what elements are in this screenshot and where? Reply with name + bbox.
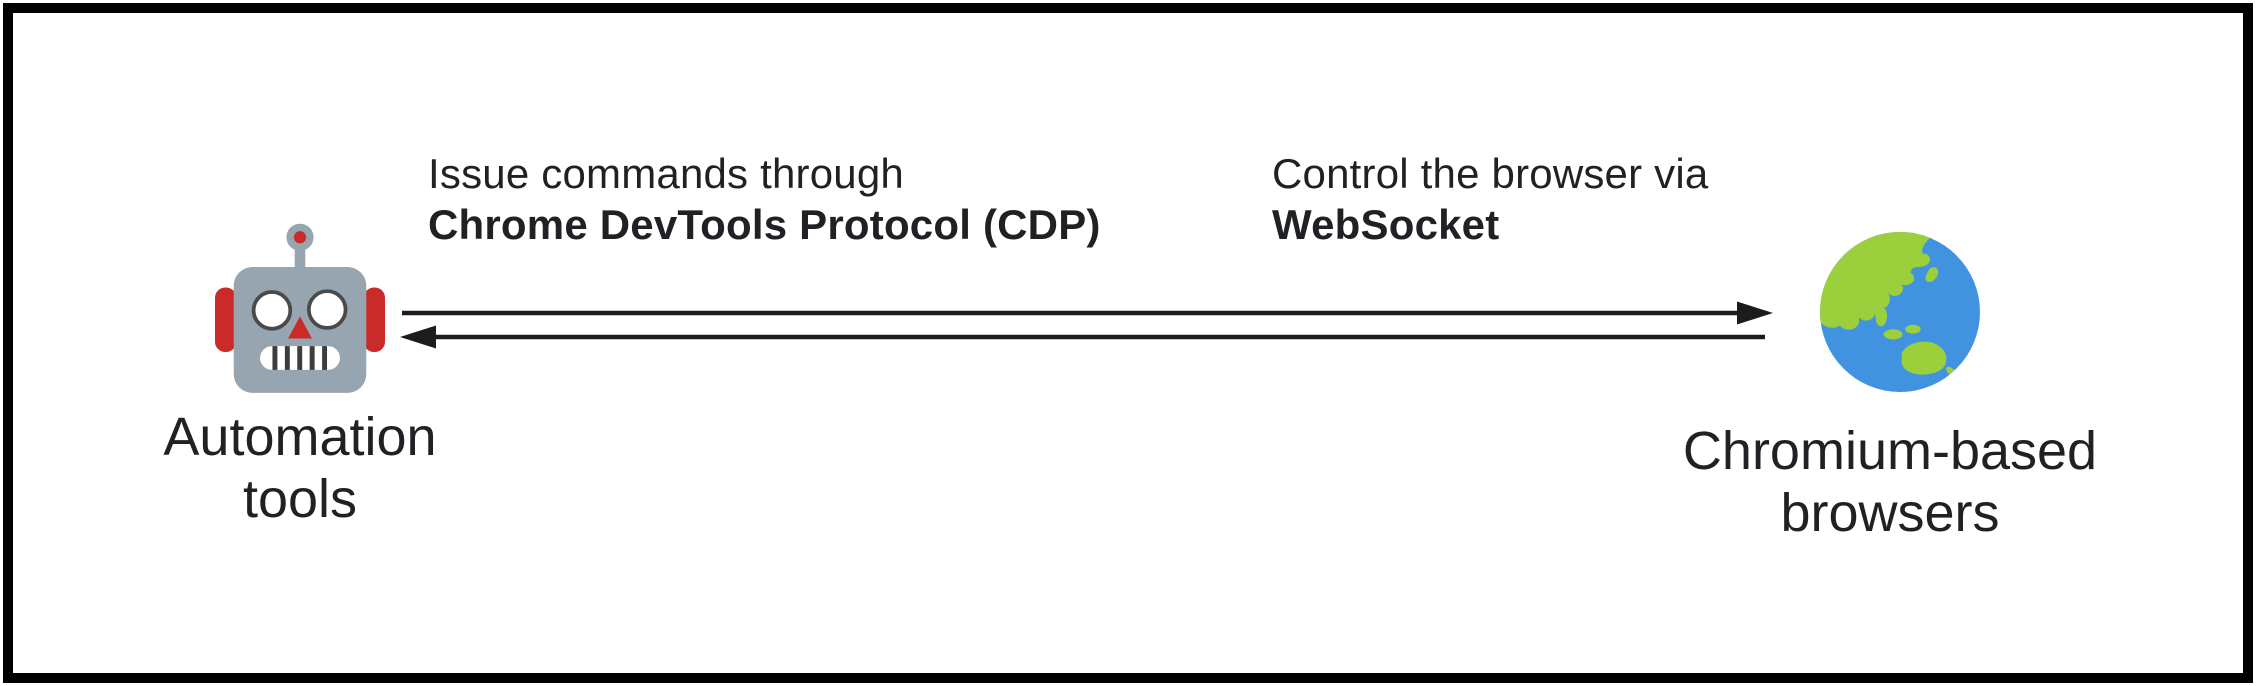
arrow-to-browser bbox=[402, 301, 1773, 325]
arrow-to-tools bbox=[400, 325, 1765, 349]
cdp-annotation: Issue commands through Chrome DevTools P… bbox=[428, 148, 1101, 250]
cdp-annotation-line2: Chrome DevTools Protocol (CDP) bbox=[428, 201, 1101, 248]
websocket-annotation: Control the browser via WebSocket bbox=[1272, 148, 1708, 250]
websocket-annotation-line1: Control the browser via bbox=[1272, 150, 1709, 197]
globe-asia-icon bbox=[1814, 226, 1986, 398]
right-node-label: Chromium-based browsers bbox=[1682, 421, 2098, 543]
websocket-annotation-line2: WebSocket bbox=[1272, 201, 1500, 248]
left-node-label: Automation tools bbox=[163, 407, 437, 529]
cdp-annotation-line1: Issue commands through bbox=[428, 150, 904, 197]
bidirectional-arrows bbox=[393, 295, 1783, 355]
robot-icon bbox=[215, 221, 385, 393]
